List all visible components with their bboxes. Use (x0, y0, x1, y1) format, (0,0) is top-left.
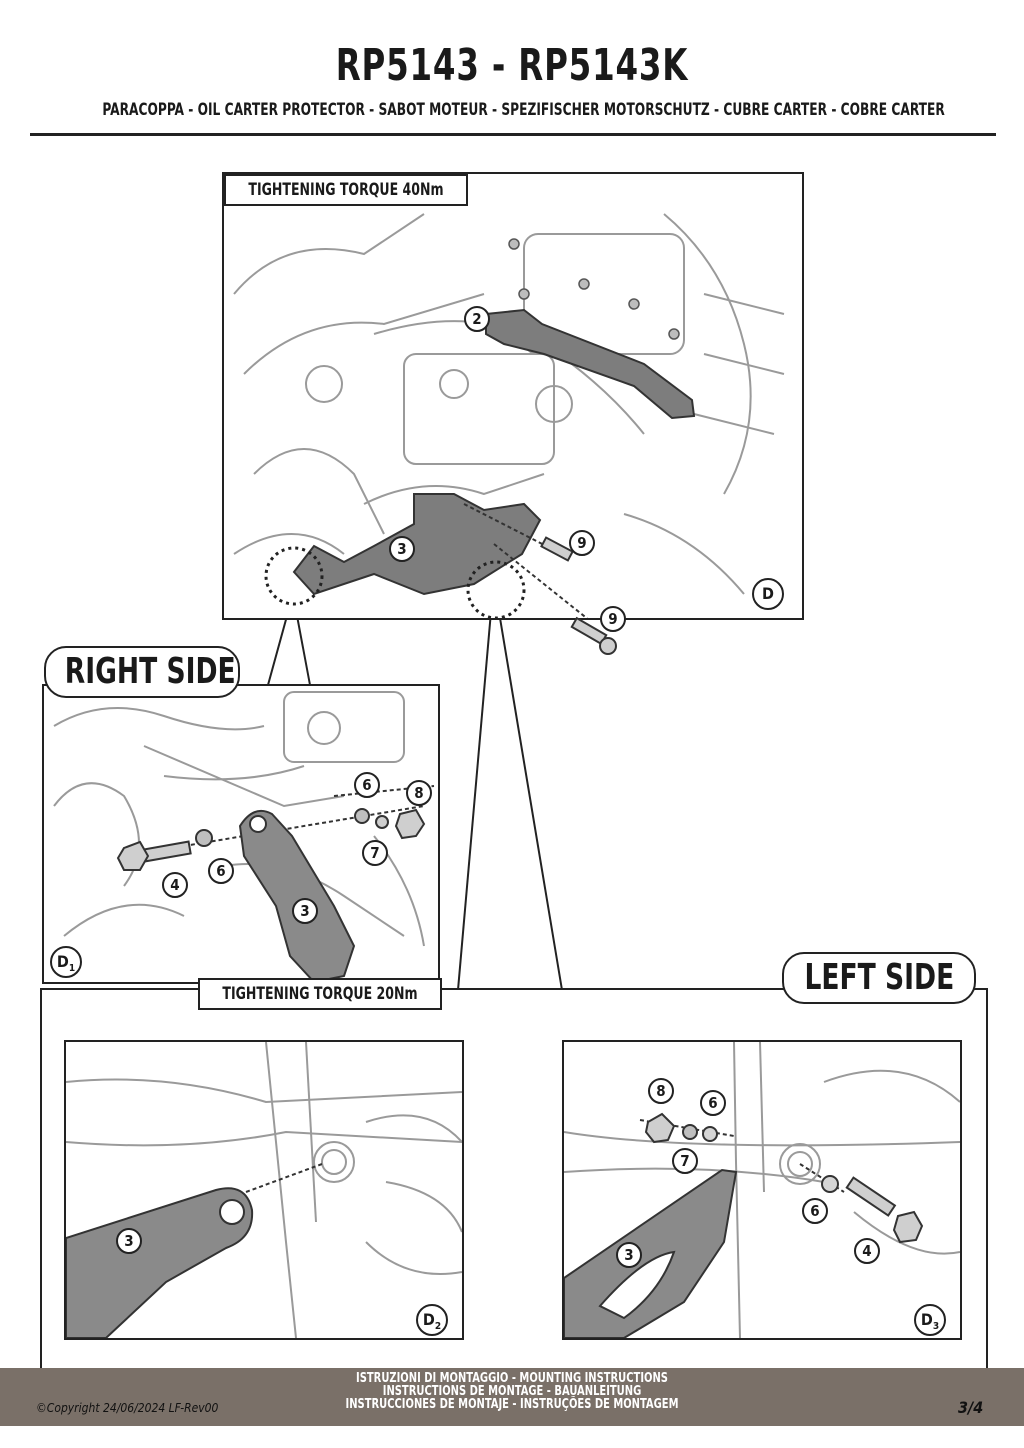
callout-4: 4 (162, 872, 188, 898)
document-subtitle: PARACOPPA - OIL CARTER PROTECTOR - SABOT… (102, 100, 945, 120)
d3-drawing (564, 1042, 960, 1338)
callout-6: 6 (354, 772, 380, 798)
callout-6: 6 (208, 858, 234, 884)
callout-6: 6 (700, 1090, 726, 1116)
callout-2: 2 (464, 306, 490, 332)
callout-3: 3 (389, 536, 415, 562)
detail-d3-panel: 8 6 7 6 4 3 D3 (562, 1040, 962, 1340)
callout-4: 4 (854, 1238, 880, 1264)
footer-bar (0, 1368, 1024, 1426)
callout-3: 3 (616, 1242, 642, 1268)
callout-8: 8 (406, 780, 432, 806)
view-d-tag: D (752, 578, 784, 610)
document-title: RP5143 - RP5143K (335, 40, 689, 91)
callout-8: 8 (648, 1078, 674, 1104)
torque-40nm-label: TIGHTENING TORQUE 40Nm (224, 174, 468, 206)
copyright-text: ©Copyright 24/06/2024 LF-Rev00 (36, 1401, 219, 1415)
right-side-label: RIGHT SIDE (44, 646, 240, 698)
footer-instructions: ISTRUZIONI DI MONTAGGIO - MOUNTING INSTR… (345, 1371, 679, 1412)
callout-9: 9 (600, 606, 626, 632)
header-divider (30, 133, 996, 136)
view-d-panel: TIGHTENING TORQUE 40Nm 2 3 9 D (222, 172, 804, 620)
left-side-label: LEFT SIDE (782, 952, 976, 1004)
callout-6: 6 (802, 1198, 828, 1224)
page-number: 3/4 (958, 1398, 984, 1417)
detail-d1-panel: 6 8 7 4 6 3 D1 (42, 684, 440, 984)
callout-7: 7 (672, 1148, 698, 1174)
callout-3: 3 (292, 898, 318, 924)
part-2-bracket (485, 308, 696, 420)
bolt-9-drawing (570, 616, 617, 655)
callout-7: 7 (362, 840, 388, 866)
callout-3: 3 (116, 1228, 142, 1254)
detail-d2-tag: D2 (416, 1304, 448, 1336)
detail-d3-tag: D3 (914, 1304, 946, 1336)
right-side-drawing (53, 691, 435, 982)
engine-assembly-drawing (233, 213, 785, 618)
detail-d2-panel: 3 D2 (64, 1040, 464, 1340)
torque-20nm-label: TIGHTENING TORQUE 20Nm (198, 978, 442, 1010)
callout-9: 9 (569, 530, 595, 556)
detail-d1-tag: D1 (50, 946, 82, 978)
d2-drawing (66, 1042, 462, 1338)
